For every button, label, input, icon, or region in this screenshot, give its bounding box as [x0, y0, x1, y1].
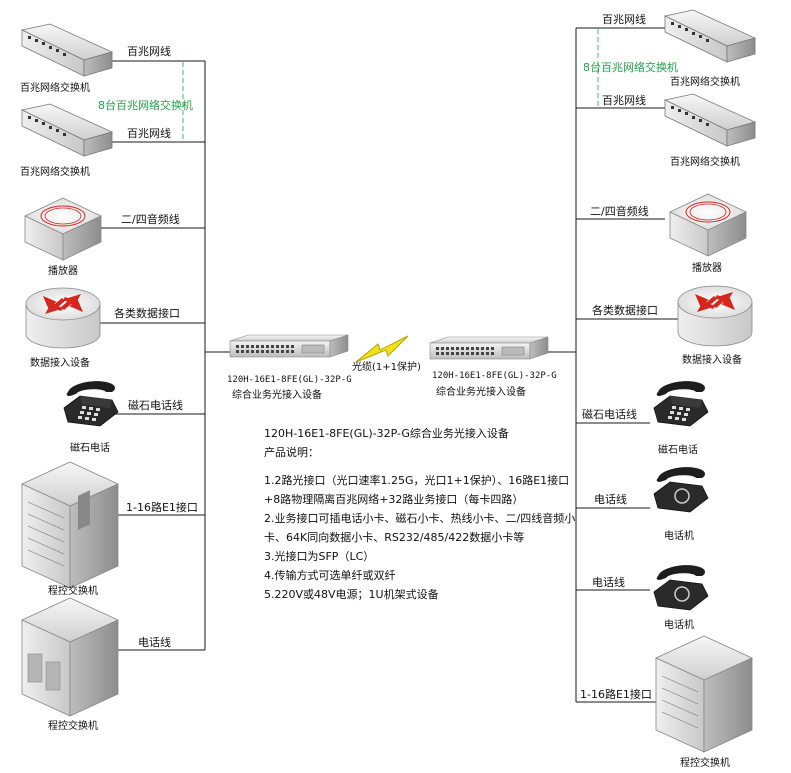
left-switch1-name: 百兆网络交换机 — [20, 83, 90, 94]
left-pbx-1 — [21, 461, 119, 589]
right-telephone-2 — [653, 565, 709, 611]
left-magneto-telephone — [63, 381, 119, 427]
right-switch1-line-label: 百兆网线 — [602, 13, 646, 26]
right-telephone-1 — [653, 467, 709, 513]
right-switch1-name: 百兆网络交换机 — [670, 77, 740, 88]
right-device-caption: 综合业务光接入设备 — [436, 387, 526, 398]
left-data-name: 数据接入设备 — [30, 358, 90, 369]
right-phone1-line-label: 电话线 — [594, 493, 627, 506]
right-phone2-name: 电话机 — [664, 620, 694, 631]
right-magneto-name: 磁石电话 — [658, 445, 698, 456]
left-switch2-name: 百兆网络交换机 — [20, 167, 90, 178]
description-item-5: 5.220V或48V电源；1U机架式设备 — [264, 588, 439, 601]
left-access-device — [229, 334, 349, 358]
right-pbx-line-label: 1-16路E1接口 — [580, 688, 652, 701]
product-description: 120H-16E1-8FE(GL)-32P-G综合业务光接入设备 产品说明： 1… — [264, 424, 584, 604]
right-access-device — [429, 336, 549, 360]
left-switch2-line-label: 百兆网线 — [127, 127, 171, 140]
right-pbx-name: 程控交换机 — [680, 758, 730, 769]
left-pbx-2 — [21, 597, 119, 717]
right-phone1-name: 电话机 — [664, 531, 694, 542]
right-player — [669, 193, 747, 257]
left-player-line-label: 二/四音频线 — [121, 213, 180, 226]
description-item-4: 4.传输方式可选单纤或双纤 — [264, 569, 396, 582]
right-device-model: 120H-16E1-8FE(GL)-32P-G — [432, 371, 557, 381]
right-network-switch-2 — [663, 93, 757, 147]
left-player — [24, 197, 102, 261]
left-magneto-name: 磁石电话 — [70, 443, 110, 454]
left-pbx2-line-label: 电话线 — [138, 636, 171, 649]
left-magneto-line-label: 磁石电话线 — [128, 399, 183, 412]
left-wiring — [100, 60, 230, 651]
left-data-access-device — [25, 287, 101, 349]
left-network-switch-1 — [20, 23, 114, 77]
left-data-line-label: 各类数据接口 — [114, 307, 180, 320]
right-wiring — [548, 27, 680, 703]
description-subtitle: 产品说明： — [264, 446, 319, 459]
left-pbx1-name: 程控交换机 — [48, 586, 98, 597]
left-switches-note: 8台百兆网络交换机 — [98, 99, 193, 112]
right-player-name: 播放器 — [692, 263, 722, 274]
description-item-1: 1.2路光接口（光口速率1.25G，光口1+1保护）、16路E1接口+8路物理隔… — [264, 474, 570, 506]
right-magneto-telephone — [653, 381, 709, 427]
right-data-line-label: 各类数据接口 — [592, 304, 658, 317]
description-item-2: 2.业务接口可插电话小卡、磁石小卡、热线小卡、二/四线音频小卡、64K同向数据小… — [264, 512, 576, 544]
right-pbx — [655, 635, 753, 753]
right-phone2-line-label: 电话线 — [592, 576, 625, 589]
right-switch2-line-label: 百兆网线 — [602, 94, 646, 107]
left-device-model: 120H-16E1-8FE(GL)-32P-G — [227, 375, 352, 385]
left-device-caption: 综合业务光接入设备 — [232, 390, 322, 401]
left-switch1-line-label: 百兆网线 — [127, 45, 171, 58]
description-item-3: 3.光接口为SFP（LC） — [264, 550, 375, 563]
right-switch2-name: 百兆网络交换机 — [670, 157, 740, 168]
right-data-access-device — [677, 285, 753, 347]
fiber-link-bolt-icon — [355, 335, 409, 363]
right-player-line-label: 二/四音频线 — [590, 205, 649, 218]
left-pbx2-name: 程控交换机 — [48, 721, 98, 732]
left-pbx1-line-label: 1-16路E1接口 — [126, 501, 198, 514]
fiber-link-label: 光缆(1+1保护) — [352, 362, 421, 373]
right-switches-note: 8台百兆网络交换机 — [583, 61, 678, 74]
right-data-name: 数据接入设备 — [682, 355, 742, 366]
right-magneto-line-label: 磁石电话线 — [582, 408, 637, 421]
description-title: 120H-16E1-8FE(GL)-32P-G综合业务光接入设备 — [264, 427, 509, 440]
left-player-name: 播放器 — [48, 266, 78, 277]
left-network-switch-2 — [20, 103, 114, 157]
right-network-switch-1 — [663, 9, 757, 63]
